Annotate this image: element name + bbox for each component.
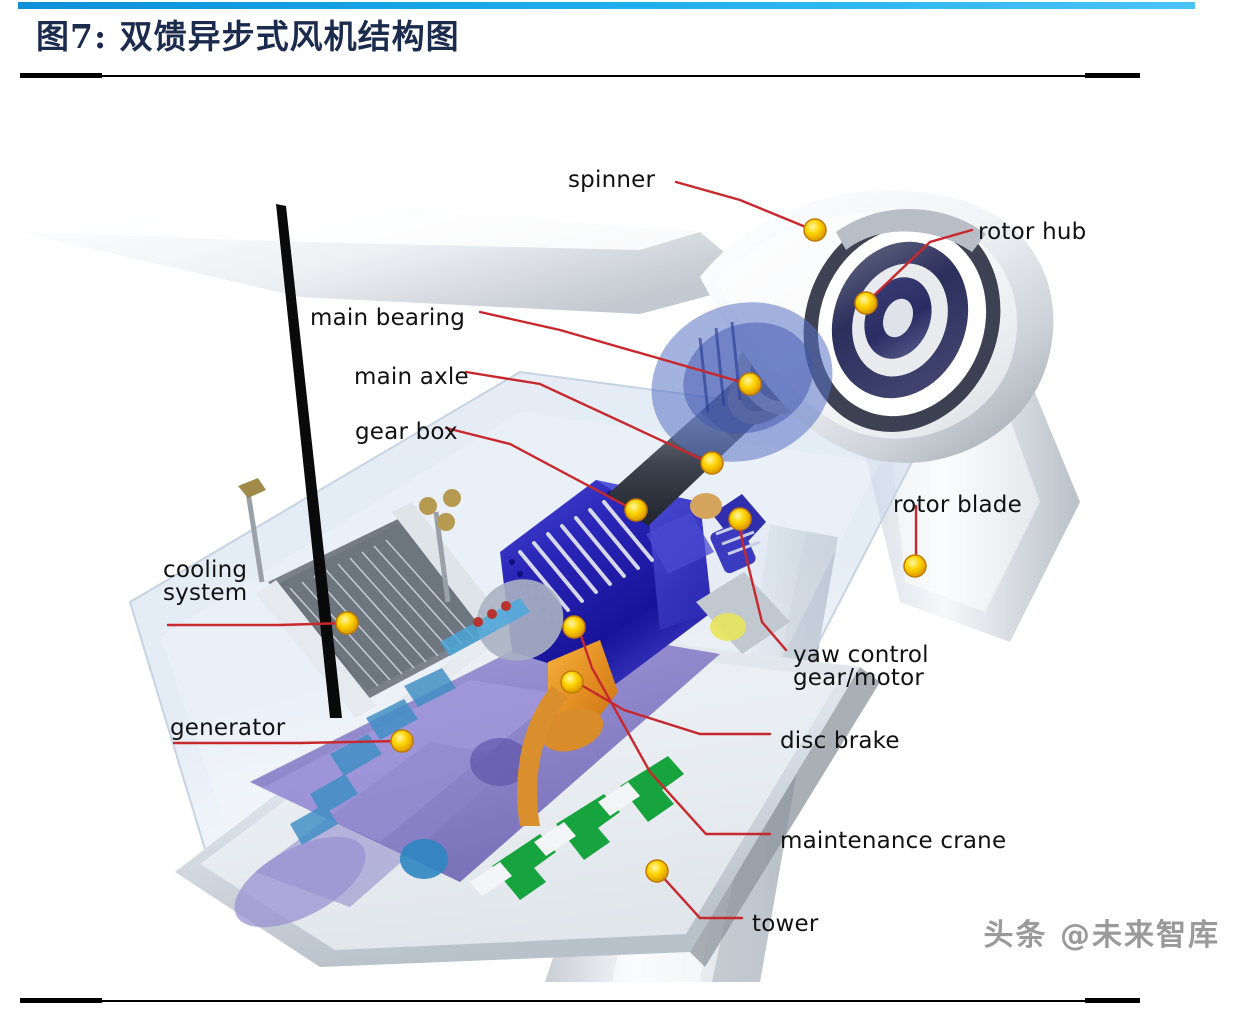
header-rule bbox=[20, 75, 1140, 77]
header-rule-cap-right bbox=[1085, 73, 1140, 78]
nacelle-aux-equipment bbox=[646, 512, 790, 654]
footer-rule-cap-left bbox=[20, 998, 102, 1003]
header-rule-cap-left bbox=[20, 73, 102, 78]
callout-label-spinner: spinner bbox=[568, 167, 656, 193]
figure-image: spinner rotor hub main bearing main axle… bbox=[0, 82, 1242, 982]
rotor-hub bbox=[803, 208, 1001, 432]
wind-turbine-illustration bbox=[20, 180, 1080, 982]
gearbox-fins bbox=[518, 500, 654, 612]
callout-label-gear-box: gear box bbox=[355, 419, 458, 445]
callout-label-yaw-control: yaw control gear/motor bbox=[793, 642, 929, 692]
callout-label-generator: generator bbox=[170, 715, 286, 741]
figure-caption: 图7: 双馈异步式风机结构图 bbox=[36, 17, 460, 56]
callout-label-main-axle: main axle bbox=[354, 364, 469, 390]
rotor-blade-upper-left bbox=[20, 202, 760, 314]
anemometer-masts bbox=[238, 478, 461, 603]
footer-rule bbox=[20, 1000, 1140, 1002]
watermark: 头条 @未来智库 bbox=[983, 918, 1220, 953]
cooling-system-radiator bbox=[256, 502, 506, 718]
maintenance-crane bbox=[492, 756, 684, 900]
callout-label-main-bearing: main bearing bbox=[310, 305, 466, 331]
hydraulic-lines bbox=[440, 598, 530, 656]
callout-dots bbox=[335, 218, 927, 883]
callout-label-tower: tower bbox=[752, 911, 819, 937]
callout-label-disc-brake: disc brake bbox=[780, 728, 900, 754]
callout-leader-lines bbox=[166, 180, 974, 920]
callout-label-maintenance-crane: maintenance crane bbox=[780, 828, 1007, 854]
crane-rail-white-segments bbox=[470, 782, 640, 896]
footer-rule-cap-right bbox=[1085, 998, 1140, 1003]
lightning-rod bbox=[276, 204, 342, 718]
callout-label-rotor-blade: rotor blade bbox=[893, 492, 1022, 518]
callout-label-rotor-hub: rotor hub bbox=[978, 219, 1087, 245]
top-accent-bar bbox=[18, 2, 1195, 9]
callout-label-cooling-system: cooling system bbox=[163, 557, 248, 607]
generator-cooling-fins bbox=[290, 668, 456, 845]
